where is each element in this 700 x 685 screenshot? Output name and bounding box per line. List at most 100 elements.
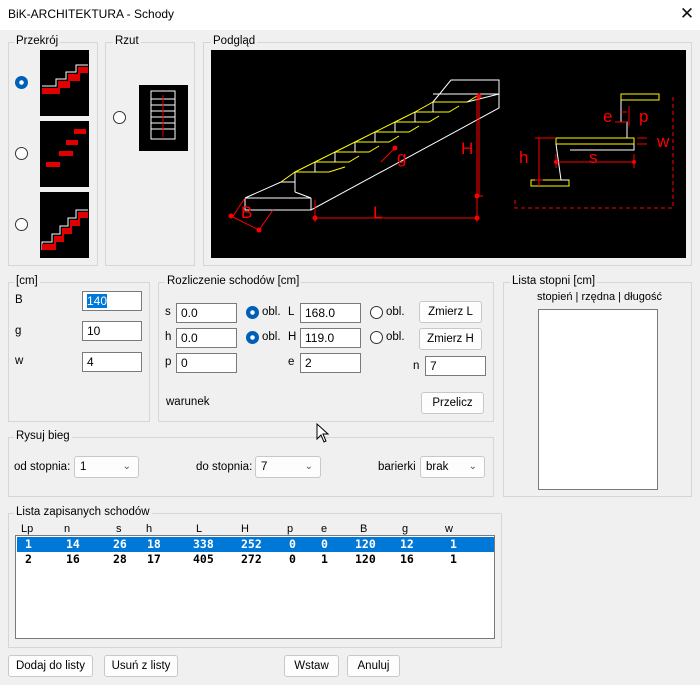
w-label: w <box>15 355 24 367</box>
barierki-value: brak <box>426 461 449 473</box>
label-H: H <box>461 139 473 158</box>
table-row[interactable]: 1 14 26 18 338 252 0 0 120 12 1 <box>17 537 494 552</box>
section-type-radio-1[interactable] <box>15 76 28 89</box>
B-input[interactable]: 140 <box>82 291 142 311</box>
header-w: w <box>445 523 453 535</box>
cell-Lp: 1 <box>25 537 32 551</box>
chevron-down-icon: ⌄ <box>468 461 477 472</box>
section-type-thumb-2[interactable] <box>40 121 89 187</box>
mouse-cursor-icon <box>316 422 330 446</box>
cell-w: 1 <box>450 537 457 551</box>
cell-s: 28 <box>113 552 127 566</box>
od-stopnia-select[interactable]: 1 ⌄ <box>74 456 139 478</box>
stair-preview-drawing: B g L H e p w s h <box>228 79 674 233</box>
section-type-thumb-1[interactable] <box>40 50 89 116</box>
podglad-label: Podgląd <box>211 35 258 47</box>
table-row[interactable]: 2 16 28 17 405 272 0 1 120 16 1 <box>17 552 494 567</box>
h-input[interactable]: 0.0 <box>176 328 237 348</box>
cell-e: 1 <box>321 552 328 566</box>
section-type-radio-3[interactable] <box>15 218 28 231</box>
podglad-group <box>203 42 692 266</box>
H-label: H <box>288 331 297 343</box>
s-input[interactable]: 0.0 <box>176 303 237 323</box>
zmierz-H-button[interactable]: Zmierz H <box>419 328 482 350</box>
h-obl-label: obl. <box>262 331 281 343</box>
barierki-label: barierki <box>378 461 416 473</box>
label-e: e <box>603 107 612 126</box>
s-obl-label: obl. <box>262 306 281 318</box>
label-s: s <box>589 148 598 167</box>
w-input[interactable]: 4 <box>82 352 142 372</box>
cell-Lp: 2 <box>25 552 32 566</box>
p-input[interactable]: 0 <box>176 353 237 373</box>
header-p: p <box>287 523 294 535</box>
close-icon[interactable]: ✕ <box>679 4 695 23</box>
anuluj-button[interactable]: Anuluj <box>347 655 400 677</box>
units-group <box>8 282 150 422</box>
g-input[interactable]: 10 <box>82 321 142 341</box>
cell-L: 338 <box>193 537 214 551</box>
header-s: s <box>116 523 122 535</box>
n-label: n <box>413 360 420 372</box>
plan-view-radio[interactable] <box>113 111 126 124</box>
wstaw-button[interactable]: Wstaw <box>284 655 339 677</box>
od-stopnia-value: 1 <box>80 461 87 473</box>
plan-view-thumb[interactable] <box>139 85 188 151</box>
lista-listbox[interactable]: 1 14 26 18 338 252 0 0 120 12 1 2 16 28 … <box>15 535 495 639</box>
rysuj-group <box>8 437 494 497</box>
e-label: e <box>288 356 295 368</box>
h-label: h <box>165 331 172 343</box>
label-h: h <box>519 148 528 167</box>
cell-h: 17 <box>147 552 161 566</box>
usun-z-listy-button[interactable]: Usuń z listy <box>104 655 178 677</box>
dodaj-do-listy-button[interactable]: Dodaj do listy <box>8 655 93 677</box>
cell-s: 26 <box>113 537 127 551</box>
header-Lp: Lp <box>21 523 34 535</box>
header-h: h <box>146 523 153 535</box>
H-input[interactable]: 119.0 <box>300 328 361 348</box>
s-obl-radio[interactable] <box>246 306 259 319</box>
przekroj-label: Przekrój <box>14 35 61 47</box>
H-obl-radio[interactable] <box>370 331 383 344</box>
cell-n: 14 <box>66 537 80 551</box>
section-type-radio-2[interactable] <box>15 147 28 160</box>
lista-stopni-listbox[interactable] <box>538 309 658 490</box>
e-input[interactable]: 2 <box>300 353 361 373</box>
cell-h: 18 <box>147 537 161 551</box>
od-stopnia-label: od stopnia: <box>14 461 71 473</box>
cell-p: 0 <box>289 552 296 566</box>
header-B: B <box>360 523 368 535</box>
rozliczenie-group <box>158 282 494 422</box>
rysuj-label: Rysuj bieg <box>14 430 72 442</box>
rzut-group <box>105 42 195 266</box>
L-label: L <box>288 306 295 318</box>
cell-g: 16 <box>400 552 414 566</box>
rozliczenie-label: Rozliczenie schodów [cm] <box>165 275 302 287</box>
H-obl-label: obl. <box>386 331 405 343</box>
do-stopnia-select[interactable]: 7 ⌄ <box>255 456 321 478</box>
cell-e: 0 <box>321 537 328 551</box>
lista-header: Lp n s h L H p e B g w <box>15 523 495 537</box>
do-stopnia-value: 7 <box>261 461 268 473</box>
n-input[interactable]: 7 <box>425 356 486 376</box>
cell-n: 16 <box>66 552 80 566</box>
g-label: g <box>15 325 22 337</box>
barierki-select[interactable]: brak ⌄ <box>420 456 485 478</box>
lista-label: Lista zapisanych schodów <box>14 506 152 518</box>
cell-H: 272 <box>241 552 262 566</box>
section-type-thumb-3[interactable] <box>40 192 89 258</box>
chevron-down-icon: ⌄ <box>122 461 131 472</box>
przelicz-button[interactable]: Przelicz <box>421 392 484 414</box>
do-stopnia-label: do stopnia: <box>196 461 253 473</box>
header-g: g <box>402 523 409 535</box>
stair-plan-icon <box>150 90 176 140</box>
L-input[interactable]: 168.0 <box>300 303 361 323</box>
zmierz-L-button[interactable]: Zmierz L <box>419 301 482 323</box>
label-w: w <box>656 132 670 151</box>
stair-stepped-icon <box>41 209 88 250</box>
L-obl-radio[interactable] <box>370 306 383 319</box>
h-obl-radio[interactable] <box>246 331 259 344</box>
s-label: s <box>165 306 171 318</box>
preview-canvas: B g L H e p w s h <box>211 50 686 258</box>
L-obl-label: obl. <box>386 306 405 318</box>
